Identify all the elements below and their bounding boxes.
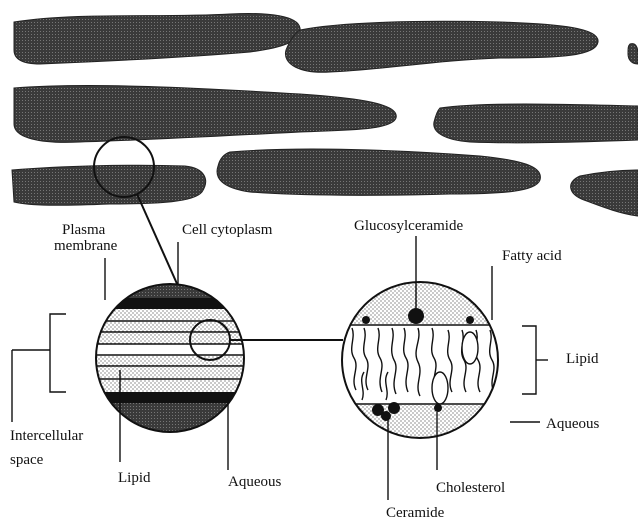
label-fatty-acid: Fatty acid bbox=[502, 248, 562, 265]
cholesterol-ring bbox=[432, 372, 448, 404]
plasma-membrane-band bbox=[90, 298, 250, 309]
magnifier-connector bbox=[137, 194, 178, 286]
label-lipid-left: Lipid bbox=[118, 470, 151, 487]
corneocyte-cell bbox=[14, 86, 396, 143]
label-space: space bbox=[10, 452, 43, 469]
right-enlarged-circle bbox=[340, 280, 500, 440]
label-ceramide: Ceramide bbox=[386, 505, 444, 522]
corneocyte-cell bbox=[628, 44, 638, 64]
label-intercellular: Intercellular bbox=[10, 428, 83, 445]
corneocyte-cell bbox=[434, 104, 638, 143]
label-aqueous-left: Aqueous bbox=[228, 474, 281, 491]
lower-membrane-band bbox=[90, 392, 250, 403]
cholesterol-ring bbox=[462, 332, 478, 364]
label-plasma-membrane-2: membrane bbox=[54, 238, 117, 255]
label-glucosylceramide: Glucosylceramide bbox=[354, 218, 463, 235]
bracket-intercellular bbox=[50, 314, 66, 392]
lower-cytoplasm-band bbox=[90, 403, 250, 443]
left-enlarged-circle bbox=[90, 280, 343, 443]
label-aqueous-right: Aqueous bbox=[546, 416, 599, 433]
label-lipid-right: Lipid bbox=[566, 351, 599, 368]
cytoplasm-band bbox=[90, 280, 250, 298]
corneocyte-cell bbox=[571, 170, 638, 216]
label-plasma-membrane-1: Plasma bbox=[62, 222, 105, 239]
bracket-lipid bbox=[522, 326, 536, 394]
label-cholesterol: Cholesterol bbox=[436, 480, 505, 497]
corneocyte-cell bbox=[14, 14, 300, 64]
label-cell-cytoplasm: Cell cytoplasm bbox=[182, 222, 272, 239]
corneocyte-cell bbox=[12, 165, 206, 205]
corneocyte-cell bbox=[285, 21, 598, 72]
corneocyte-cell bbox=[217, 149, 540, 195]
corneocyte-cells bbox=[12, 14, 638, 216]
